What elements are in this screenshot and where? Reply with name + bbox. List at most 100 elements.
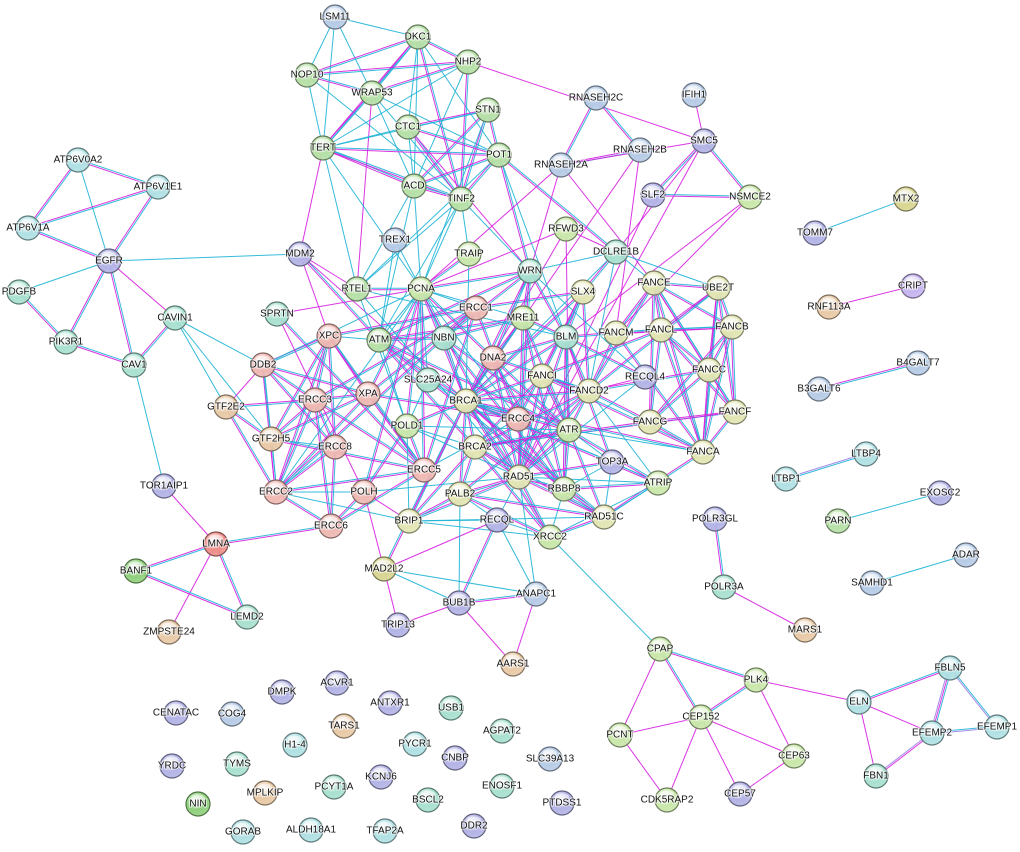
node-fanci[interactable]: FANCI [526,363,558,389]
node-nin[interactable]: NIN [185,791,211,817]
edge-B4GALT7-B3GALT6[interactable] [818,361,918,389]
edge-BRCA2-BRIP1[interactable] [409,447,476,522]
node-fance[interactable]: FANCE [636,270,672,296]
edge-EGFR-PIK3R1[interactable] [64,260,109,342]
edge-MAD2L2-BUB1B[interactable] [383,568,460,604]
edge-FANCB-FANCF[interactable] [732,326,737,412]
edge-MAD2L2-RECQL[interactable] [383,519,498,570]
node-lsm11[interactable]: LSM11 [319,4,352,30]
edge-BRCA1-RAD51[interactable] [466,400,521,477]
edge-RNASEH2C-RNASEH2A[interactable] [561,98,598,166]
edge-ERCC2-ERCC5[interactable] [275,468,424,492]
edge-MDM2-ATM[interactable] [299,254,379,341]
node-fbln5[interactable]: FBLN5 [933,655,967,681]
edge-RTEL1-BLM[interactable] [356,288,567,338]
edge-DCLRE1B-WRN[interactable] [529,251,617,272]
edge-RBBP8-ATRIP[interactable] [564,483,659,491]
edge-ATP6V0A2-ATP6V1A[interactable] [26,159,78,228]
node-traip[interactable]: TRAIP [453,241,485,267]
edge-XPA-PCNA[interactable] [368,289,423,395]
node-smc5[interactable]: SMC5 [689,128,719,154]
edge-FANCD2-BRCA1[interactable] [466,391,590,403]
edge-RECQL-ANAPC1[interactable] [496,519,537,595]
edge-MAD2L2-ANAPC1[interactable] [383,568,537,595]
edge-POT1-ACD[interactable] [414,155,500,188]
edge-POT1-DCLRE1B[interactable] [498,155,616,254]
node-cav1[interactable]: CAV1 [120,352,148,378]
edge-TOR1AIP1-LMNA[interactable] [163,485,217,545]
edge-XPA-GTF2H5[interactable] [271,394,369,441]
edge-FANCB-FANCF[interactable] [730,327,735,413]
node-atp6v1a[interactable]: ATP6V1A [5,215,51,241]
node-fbn1[interactable]: FBN1 [862,763,890,789]
node-cep152[interactable]: CEP152 [681,704,721,730]
node-zmpste24[interactable]: ZMPSTE24 [142,619,196,645]
node-cog4[interactable]: COG4 [217,701,248,727]
edge-PCNA-DNA2[interactable] [421,288,494,358]
edge-ERCC3-ERCC2[interactable] [276,400,317,493]
edge-WRAP53-TINF2[interactable] [371,92,462,200]
edge-SLF2-NSMCE2[interactable] [653,193,751,197]
edge-ELN-FBLN5[interactable] [858,666,950,702]
edge-TRAIP-BRCA1[interactable] [465,253,470,402]
node-fancc[interactable]: FANCC [691,357,727,383]
node-pcna[interactable]: PCNA [406,276,436,302]
edge-POT1-WRN[interactable] [497,155,530,272]
node-dclre1b[interactable]: DCLRE1B [592,239,640,265]
node-eln[interactable]: ELN [846,689,872,715]
edge-FANCB-FANCA[interactable] [703,327,734,453]
node-lemd2[interactable]: LEMD2 [229,604,265,630]
node-atm[interactable]: ATM [366,327,392,353]
node-adar[interactable]: ADAR [951,542,981,568]
edge-LSM11-TERT[interactable] [322,16,336,149]
edge-POT1-ACD[interactable] [413,153,499,186]
edge-FANCC-FANCG[interactable] [650,370,710,423]
node-brca2[interactable]: BRCA2 [457,434,493,460]
edge-RNASEH2B-RNASEH2A[interactable] [560,148,640,165]
edge-FANCB-FANCA[interactable] [701,326,732,452]
edge-FANCE-FANCG[interactable] [648,282,654,422]
node-wrn[interactable]: WRN [517,258,543,284]
edge-FANCD2-BRCA1[interactable] [465,389,589,401]
edge-STN1-ACD[interactable] [413,109,488,186]
edge-CAVIN1-GTF2E2[interactable] [174,317,227,408]
node-pdgfb[interactable]: PDGFB [1,279,38,305]
node-bub1b[interactable]: BUB1B [442,590,477,616]
edge-ATP6V1A-EGFR[interactable] [27,228,109,263]
edge-WRN-RAD51[interactable] [519,271,532,478]
edge-FANCD2-PALB2[interactable] [460,391,590,496]
node-stn1[interactable]: STN1 [474,97,502,123]
node-trex1[interactable]: TREX1 [378,227,413,253]
edge-STN1-CTC1[interactable] [407,108,488,127]
edge-EGFR-PIK3R1[interactable] [66,261,111,343]
node-dna2[interactable]: DNA2 [479,345,508,371]
edge-LMNA-ERCC6[interactable] [216,526,332,546]
node-cep63[interactable]: CEP63 [777,743,811,769]
edge-DDB2-ERCC8[interactable] [263,364,336,447]
node-gorab[interactable]: GORAB [224,819,262,845]
edge-GTF2E2-ERCC2[interactable] [226,406,278,492]
node-bscl2[interactable]: BSCL2 [411,787,445,813]
edge-POLD1-RAD51[interactable] [406,425,520,478]
edge-PCNA-POLD1[interactable] [407,289,423,427]
node-aldh18a1[interactable]: ALDH18A1 [285,817,337,843]
edge-BLM-BRCA1[interactable] [466,337,567,403]
node-blm[interactable]: BLM [553,324,579,350]
node-ltbp1[interactable]: LTBP1 [770,466,802,492]
edge-SPRTN-PCNA[interactable] [276,288,422,315]
node-mre11[interactable]: MRE11 [506,305,541,331]
node-trip13[interactable]: TRIP13 [380,612,416,638]
edge-MRE11-NBN[interactable] [444,318,524,340]
edge-PLK4-ELN[interactable] [755,679,860,703]
edge-ATR-RAD51C[interactable] [567,430,604,518]
edge-ATP6V0A2-EGFR[interactable] [77,159,110,262]
node-mdm2[interactable]: MDM2 [284,241,316,267]
edge-FANCD2-BRCA2[interactable] [475,391,590,449]
node-b4galt7[interactable]: B4GALT7 [895,350,941,376]
edge-PCNA-DNA2[interactable] [420,289,493,359]
edge-TOP3A-RAD51[interactable] [519,462,613,479]
edge-CRIPT-RNF113A[interactable] [828,285,914,308]
edge-POT1-WRN[interactable] [499,154,532,271]
edge-XPC-ERCC2[interactable] [274,335,329,492]
edge-ATR-POLD1[interactable] [406,425,570,431]
